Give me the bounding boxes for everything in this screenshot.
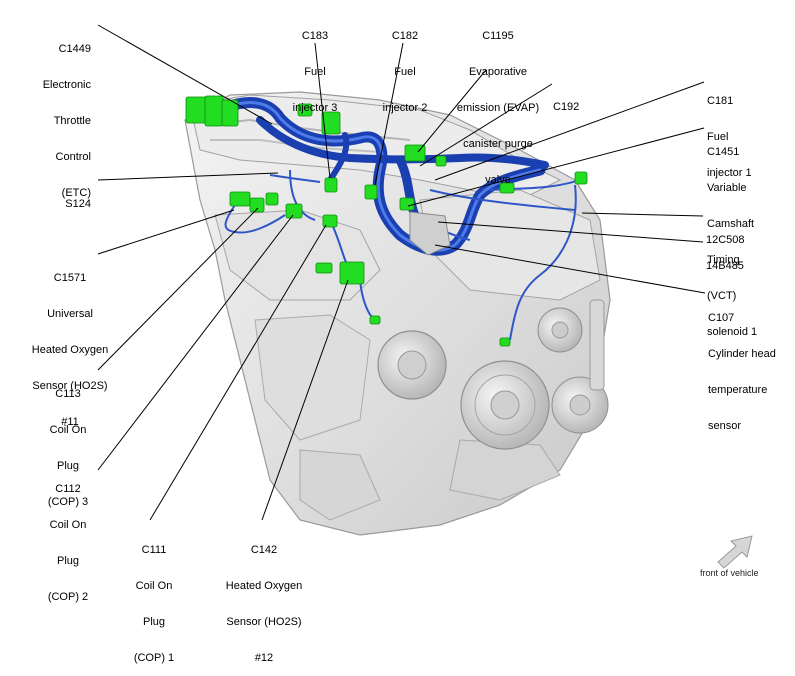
callout-c182: C182 Fuel injector 2 xyxy=(372,6,438,126)
cylinder-head-left xyxy=(214,209,381,301)
callout-line: C111 xyxy=(141,544,167,556)
front-arrow-icon xyxy=(717,535,753,569)
callout-c1571: C1571 Universal Heated Oxygen Sensor (HO… xyxy=(20,248,120,440)
callout-line: Cylinder head xyxy=(708,348,776,360)
callout-line: (COP) 3 xyxy=(47,496,89,508)
callout-line: C1451 xyxy=(707,146,740,158)
callout-line: Sensor (HO2S) xyxy=(226,616,302,628)
callout-line: C192 xyxy=(553,101,580,113)
callout-line: Timing xyxy=(707,254,740,266)
callout-c107: C107 Cylinder head temperature sensor xyxy=(708,288,776,444)
callout-line: (ETC) xyxy=(61,187,91,199)
callout-line: C113 xyxy=(55,388,81,400)
callout-line: injector 3 xyxy=(292,102,338,114)
callout-c112: C112 Coil On Plug (COP) 2 xyxy=(30,459,106,615)
engine-illustration xyxy=(97,24,753,569)
callout-c181: C181 Fuel injector 1 xyxy=(707,71,752,191)
callout-line: (COP) 1 xyxy=(133,652,175,664)
callout-line: Plug xyxy=(142,616,166,628)
callout-line: (COP) 2 xyxy=(47,591,89,603)
callout-line: C181 xyxy=(707,95,734,107)
callout-line: C107 xyxy=(708,312,735,324)
callout-c142: C142 Heated Oxygen Sensor (HO2S) #12 xyxy=(212,520,316,676)
callout-line: sensor xyxy=(708,420,742,432)
callout-line: Throttle xyxy=(53,115,91,127)
callout-c1449: C1449 Electronic Throttle Control (ETC) xyxy=(43,19,91,211)
callout-line: Control xyxy=(55,151,91,163)
callout-line: Universal xyxy=(47,308,93,320)
callout-c192: C192 xyxy=(553,77,579,125)
callout-line: Fuel xyxy=(707,131,729,143)
callout-line: Plug xyxy=(56,555,80,567)
callout-line: Heated Oxygen xyxy=(31,344,109,356)
callout-line: Coil On xyxy=(135,580,173,592)
callout-line: Variable xyxy=(707,182,747,194)
callout-line: Heated Oxygen xyxy=(225,580,303,592)
callout-c113: C113 Coil On Plug (COP) 3 xyxy=(30,364,106,520)
callout-c1195: C1195 Evaporative emission (EVAP) canist… xyxy=(448,6,548,198)
callout-c1451: C1451 Variable Camshaft Timing (VCT) sol… xyxy=(707,122,757,350)
callout-c111: C111 Coil On Plug (COP) 1 xyxy=(116,520,192,676)
callout-line: 14B485 xyxy=(706,260,744,272)
callout-line: Electronic xyxy=(42,79,91,91)
callout-line: Sensor (HO2S) xyxy=(32,380,108,392)
callout-line: 12C508 xyxy=(706,234,745,246)
callout-line: C1449 xyxy=(58,43,91,55)
callout-14b485: 14B485 xyxy=(706,236,744,284)
callout-line: injector 1 xyxy=(707,167,752,179)
callout-line: Evaporative xyxy=(468,66,528,78)
connectors xyxy=(185,95,588,347)
engine-harness-diagram: C1449 Electronic Throttle Control (ETC) … xyxy=(20,6,776,664)
callout-line: canister purge xyxy=(463,138,533,150)
callout-line: Fuel xyxy=(304,66,326,78)
callout-line: Camshaft xyxy=(707,218,755,230)
callout-line: Fuel xyxy=(394,66,416,78)
front-of-vehicle-label: front of vehicle xyxy=(700,568,759,578)
callout-line: Plug xyxy=(56,460,80,472)
callout-line: Coil On xyxy=(49,519,87,531)
callout-line: (VCT) xyxy=(707,290,737,302)
callout-line: S124 xyxy=(65,198,91,210)
callout-line: valve xyxy=(485,174,511,186)
callout-line: solenoid 1 xyxy=(707,326,758,338)
callout-line: C1571 xyxy=(53,272,87,284)
callout-12c508: 12C508 xyxy=(706,210,745,258)
callout-c183: C183 Fuel injector 3 xyxy=(282,6,348,126)
callout-line: C183 xyxy=(301,30,329,42)
callout-line: Coil On xyxy=(49,424,87,436)
callout-line: injector 2 xyxy=(382,102,428,114)
callout-line: #12 xyxy=(254,652,274,664)
callout-line: C112 xyxy=(55,483,81,495)
callout-line: emission (EVAP) xyxy=(456,102,540,114)
leader-lines xyxy=(97,24,706,521)
callout-line: #11 xyxy=(61,416,79,428)
callout-line: C142 xyxy=(250,544,278,556)
vct-solenoid xyxy=(409,211,451,256)
callout-s124: S124 xyxy=(65,174,91,222)
callout-line: temperature xyxy=(708,384,768,396)
callout-line: C182 xyxy=(391,30,419,42)
callout-line: C1195 xyxy=(482,30,514,42)
